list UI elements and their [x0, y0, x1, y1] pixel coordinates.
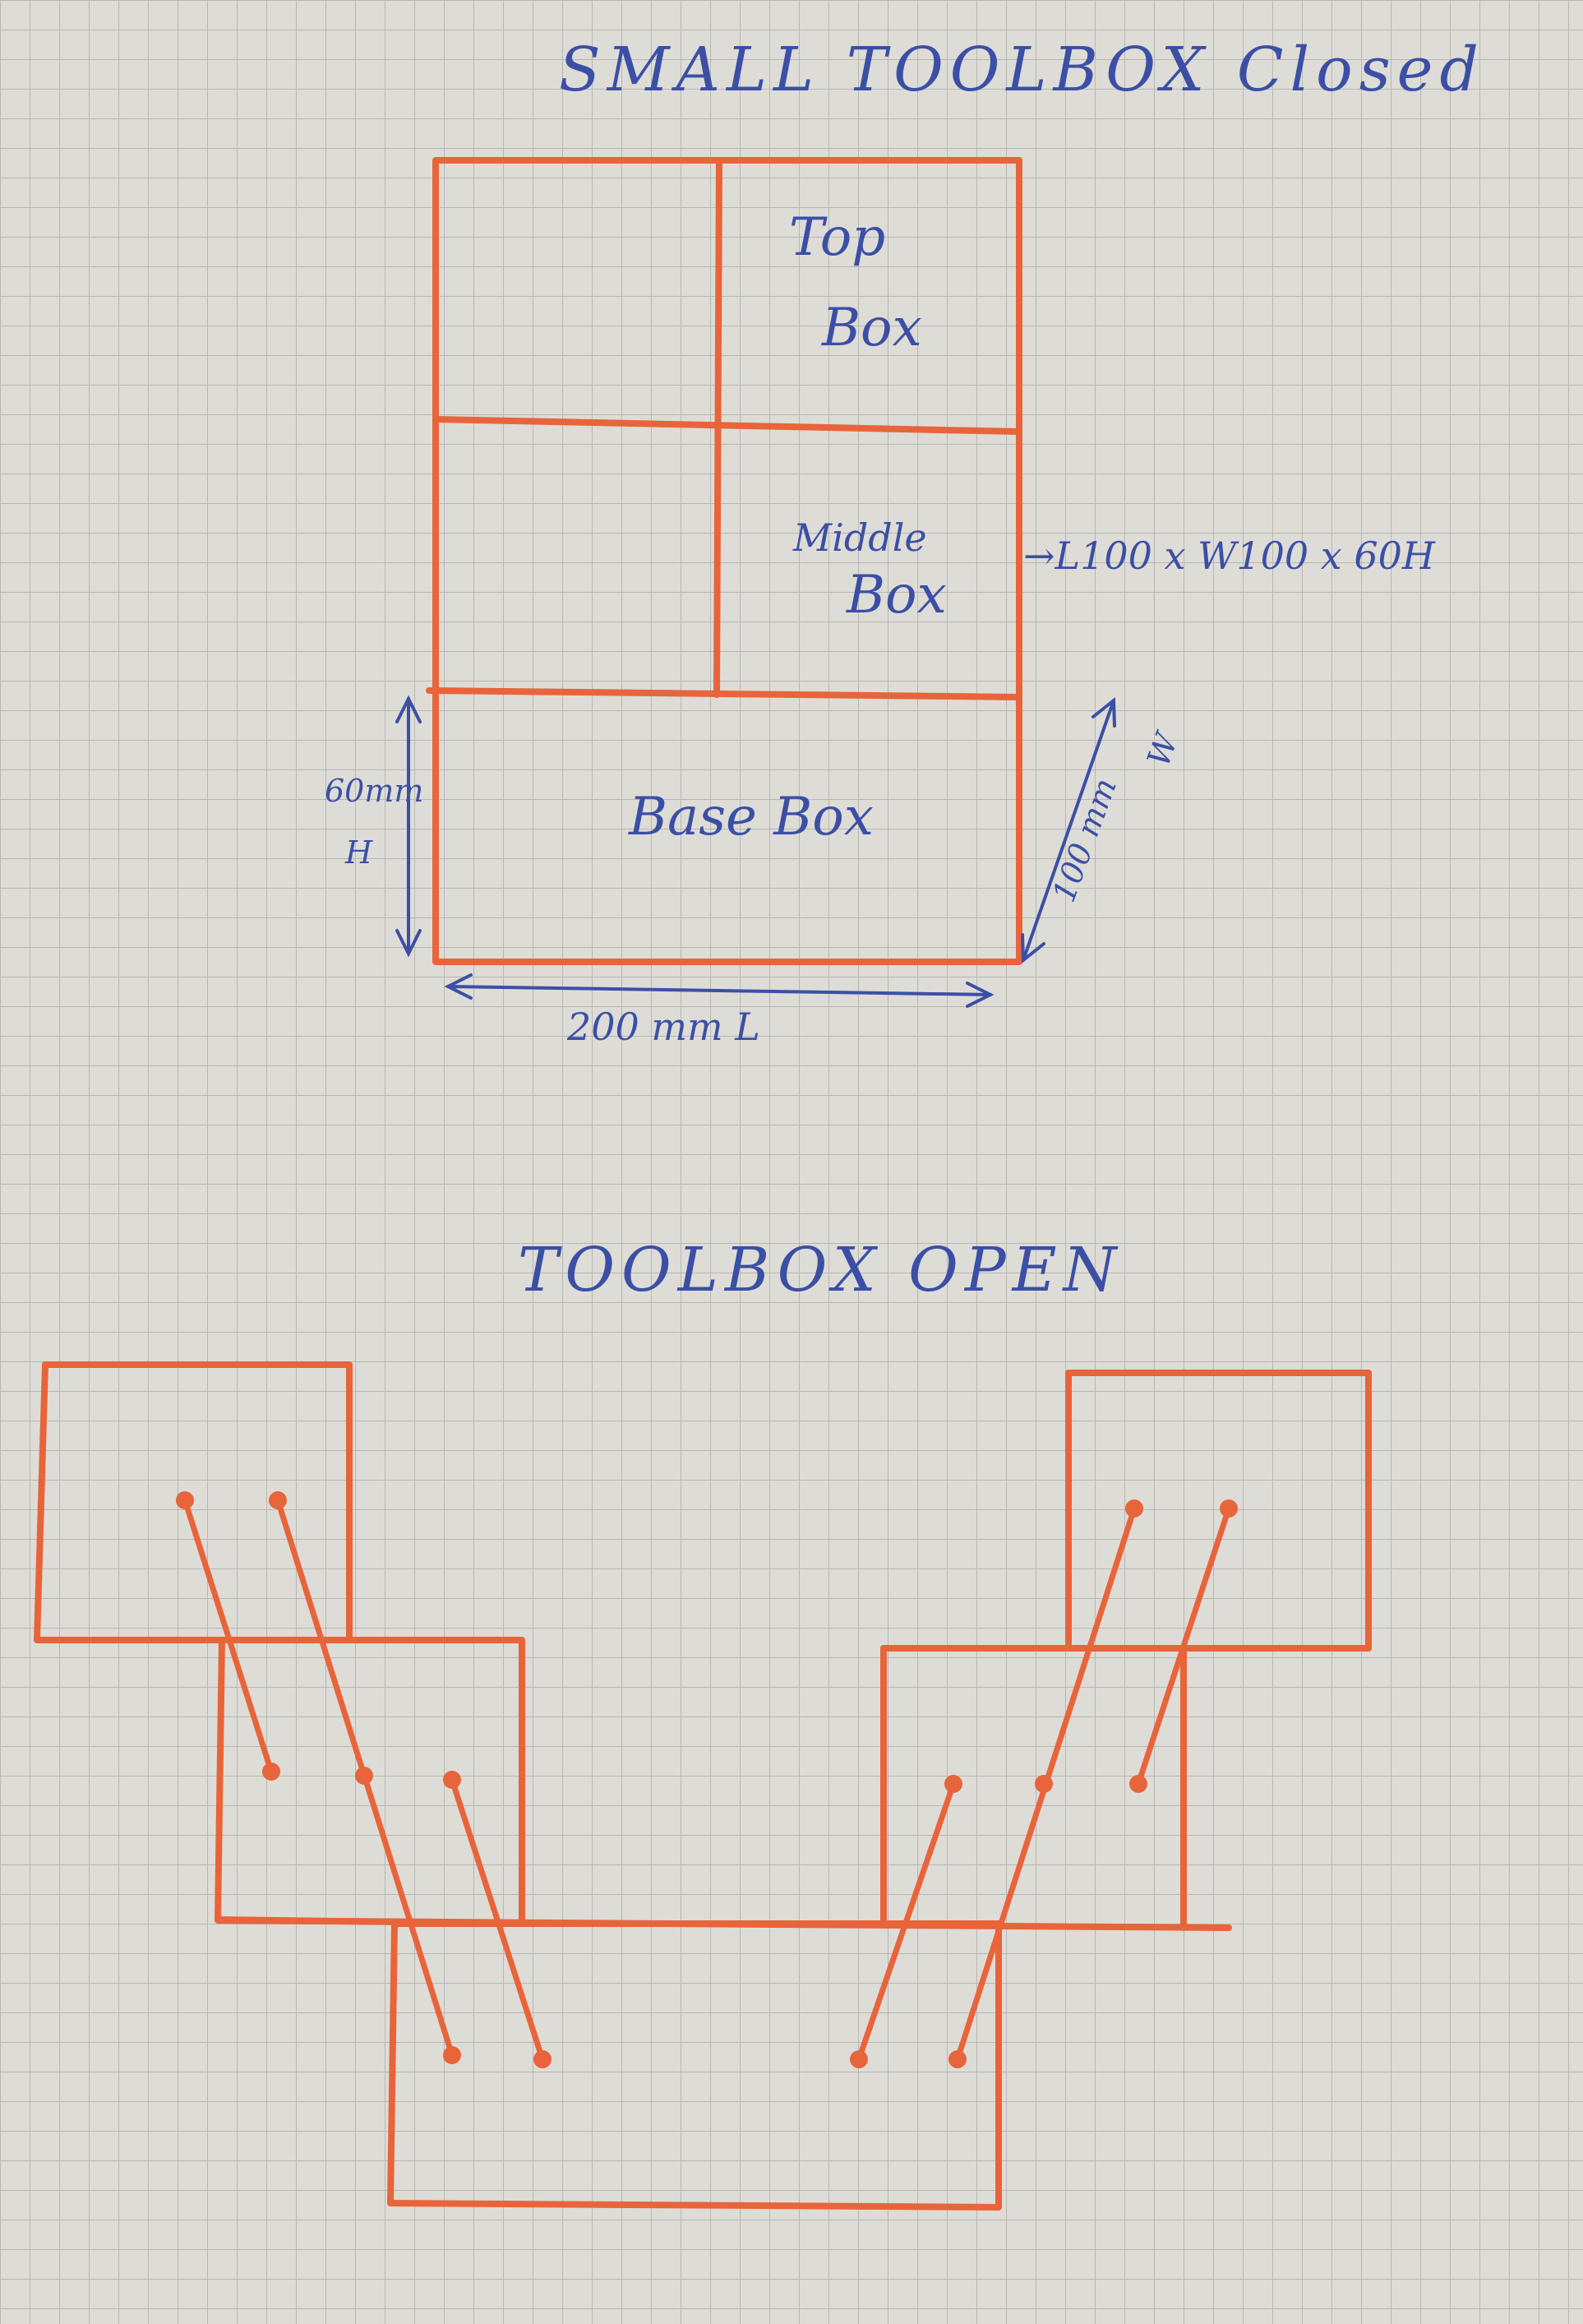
- length-dimension-arrow: [446, 985, 992, 996]
- pivot-dot: [944, 1775, 962, 1793]
- pivot-dot: [1035, 1775, 1053, 1793]
- base-box-label: Base Box: [628, 787, 874, 848]
- open-toolbox: [34, 1361, 1372, 2211]
- pivot-dot: [948, 2050, 967, 2068]
- hinge-arm-right-2: [1135, 1505, 1232, 1787]
- hinge-arm-left-1: [182, 1497, 275, 1775]
- closed-outer-frame: [432, 157, 1022, 965]
- top-row-divider: [432, 416, 1022, 435]
- width-arrow-head-bottom: [1021, 933, 1045, 964]
- hinge-arm-right-3: [856, 1781, 957, 2063]
- pivot-dot: [262, 1763, 280, 1781]
- top-box-label-1: Top: [789, 207, 885, 268]
- pivot-dot: [1125, 1499, 1143, 1518]
- pivot-dot: [269, 1491, 287, 1509]
- pivot-dot: [443, 1771, 461, 1789]
- base-top-edge-extension: [215, 1917, 1232, 1931]
- pivot-dot: [355, 1767, 373, 1785]
- pivot-dot: [1220, 1499, 1238, 1518]
- length-dimension-label: 200 mm L: [566, 1005, 760, 1049]
- height-arrow-head-bottom: [395, 929, 422, 958]
- width-arrow-head-top: [1091, 696, 1116, 728]
- middle-box-label-1: Middle: [792, 515, 927, 560]
- pivot-dot: [533, 2050, 552, 2068]
- closed-view-title: SMALL TOOLBOX Closed: [559, 35, 1485, 105]
- width-dimension-arrow: [1022, 699, 1115, 962]
- pivot-dot: [176, 1491, 194, 1509]
- closed-toolbox: [426, 157, 1022, 965]
- open-view-title: TOOLBOX OPEN: [518, 1235, 1123, 1305]
- middle-box-dimensions: →L100 x W100 x 60H: [1023, 534, 1436, 578]
- pivot-dot: [850, 2050, 868, 2068]
- hinge-pivots: [176, 1491, 1238, 2068]
- middle-box-label-2: Box: [846, 565, 947, 626]
- height-dimension-label-2: H: [344, 834, 373, 871]
- top-box-label-2: Box: [821, 298, 922, 358]
- base-row-divider: [426, 687, 1022, 700]
- pivot-dot: [443, 2046, 461, 2064]
- hinge-arm-left-3: [449, 1776, 546, 2063]
- length-arrow-head-left: [444, 973, 473, 1000]
- height-arrow-head-top: [395, 695, 422, 723]
- height-dimension-label-1: 60mm: [325, 773, 423, 809]
- upper-column-divider: [713, 157, 722, 698]
- length-arrow-head-right: [966, 982, 995, 1008]
- pivot-dot: [1129, 1775, 1147, 1793]
- right-top-box: [1065, 1370, 1372, 1652]
